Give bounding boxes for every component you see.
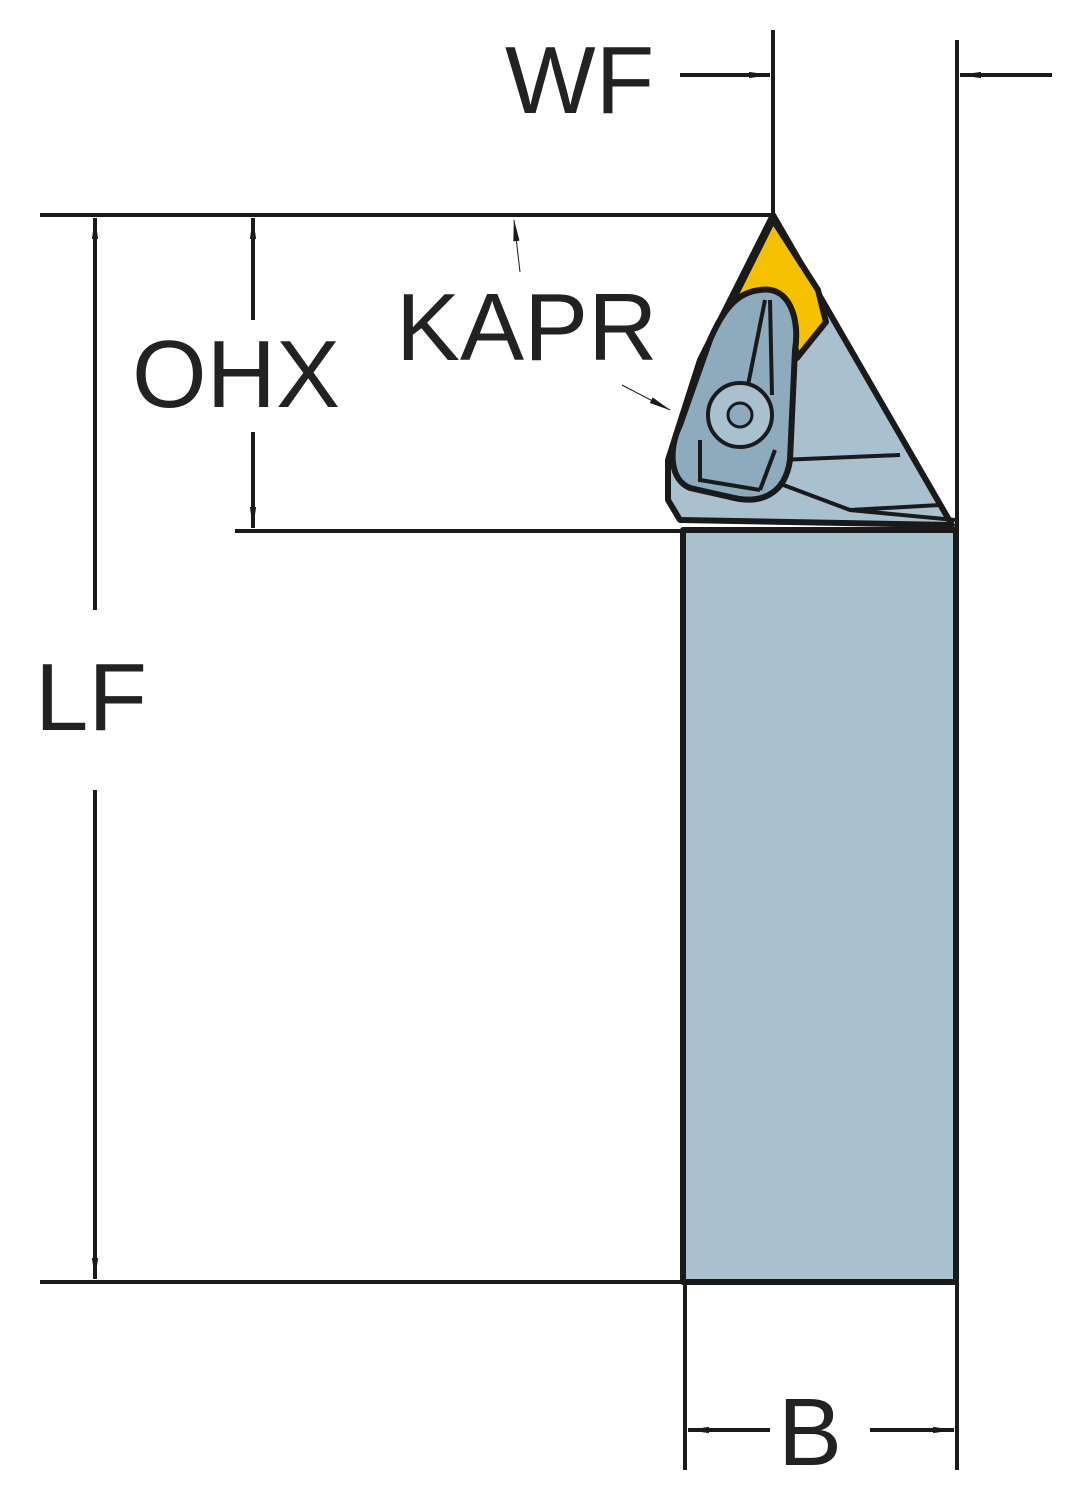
kapr-arrow-side (621, 384, 671, 411)
torx-icon (726, 401, 754, 429)
ohx-label: OHX (132, 321, 340, 428)
kapr-label: KAPR (396, 274, 657, 381)
b-label: B (778, 1379, 842, 1486)
kapr-arrow-top (513, 219, 521, 273)
head-detail-lines (769, 453, 956, 522)
lf-label: LF (35, 644, 147, 751)
tool-shank (680, 527, 959, 1285)
wf-label: WF (505, 27, 654, 134)
clamp-detail-lines (698, 299, 777, 492)
